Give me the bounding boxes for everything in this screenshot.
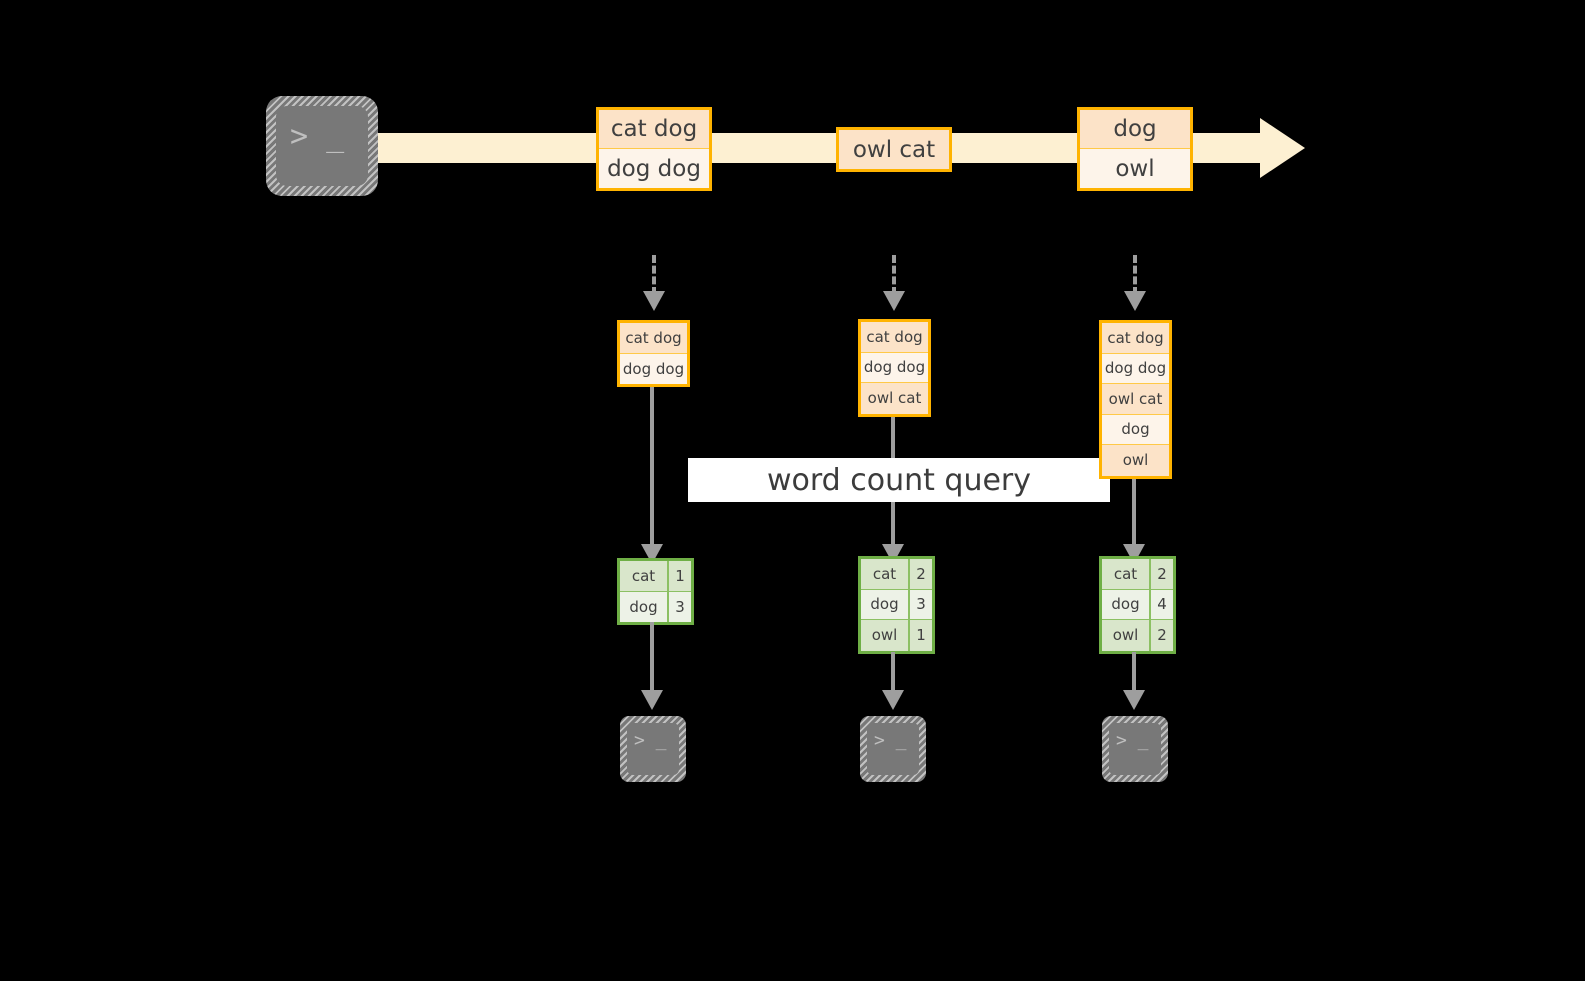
stream-message-batch-2[interactable]: owl cat (836, 127, 952, 172)
result-word-cell: owl (861, 620, 910, 651)
result-count-cell: 3 (669, 591, 691, 622)
terminal-screen (1109, 723, 1161, 775)
result-count-cell: 2 (1151, 620, 1173, 651)
result-word-cell: cat (861, 559, 910, 589)
stream-message-batch-1[interactable]: cat dog dog dog (596, 107, 712, 191)
result-table-row: dog 4 (1102, 589, 1173, 620)
trigger-connector-dashed-1 (652, 255, 656, 295)
sink-connector-arrowhead-2 (882, 690, 904, 710)
input-table-row: owl (1102, 445, 1169, 476)
trigger-connector-dashed-3 (1133, 255, 1137, 295)
query-banner: word count query (688, 458, 1110, 502)
sink-terminal-icon-2: > _ (860, 716, 926, 782)
input-table-row: cat dog (620, 323, 687, 354)
input-table-1[interactable]: cat dog dog dog (617, 320, 690, 387)
source-terminal-icon: > _ (266, 96, 378, 196)
stream-message-line: owl cat (839, 130, 949, 169)
result-count-cell: 3 (910, 589, 932, 619)
result-count-cell: 1 (910, 620, 932, 651)
input-table-row: dog (1102, 414, 1169, 445)
result-table-row: owl 2 (1102, 620, 1173, 651)
query-banner-label: word count query (766, 462, 1032, 498)
result-word-cell: cat (620, 561, 669, 591)
result-table-row: cat 1 (620, 561, 691, 592)
result-word-cell: cat (1102, 559, 1151, 589)
input-table-row: dog dog (1102, 353, 1169, 384)
query-connector-line-3 (1132, 474, 1136, 550)
result-count-cell: 4 (1151, 589, 1173, 619)
input-table-3[interactable]: cat dog dog dog owl cat dog owl (1099, 320, 1172, 479)
result-table-row: dog 3 (861, 589, 932, 620)
terminal-prompt: > _ (634, 730, 667, 751)
terminal-screen (627, 723, 679, 775)
stream-message-line: owl (1080, 149, 1190, 188)
input-table-row: dog dog (861, 352, 928, 383)
trigger-connector-dashed-2 (892, 255, 896, 295)
result-table-row: cat 2 (861, 559, 932, 590)
terminal-screen (867, 723, 919, 775)
sink-terminal-icon-3: > _ (1102, 716, 1168, 782)
trigger-connector-arrowhead-3 (1124, 291, 1146, 311)
result-table-row: cat 2 (1102, 559, 1173, 590)
terminal-screen (276, 106, 368, 186)
result-count-cell: 2 (910, 559, 932, 589)
trigger-connector-arrowhead-2 (883, 291, 905, 311)
query-connector-line-1 (650, 382, 654, 550)
result-table-row: dog 3 (620, 591, 691, 622)
stream-message-line: dog dog (599, 149, 709, 188)
sink-connector-arrowhead-3 (1123, 690, 1145, 710)
sink-connector-line-1 (650, 622, 654, 692)
result-table-2[interactable]: cat 2 dog 3 owl 1 (858, 556, 935, 654)
result-count-cell: 2 (1151, 559, 1173, 589)
input-table-row: owl cat (861, 383, 928, 414)
stream-message-line: dog (1080, 110, 1190, 149)
terminal-prompt: > _ (290, 119, 345, 154)
result-table-row: owl 1 (861, 620, 932, 651)
input-table-row: cat dog (861, 322, 928, 353)
input-table-row: dog dog (620, 353, 687, 384)
result-word-cell: owl (1102, 620, 1151, 651)
sink-connector-line-3 (1132, 652, 1136, 692)
result-table-1[interactable]: cat 1 dog 3 (617, 558, 694, 625)
stream-message-batch-3[interactable]: dog owl (1077, 107, 1193, 191)
stream-arrow-head (1260, 118, 1305, 178)
result-count-cell: 1 (669, 561, 691, 591)
input-table-2[interactable]: cat dog dog dog owl cat (858, 319, 931, 417)
sink-terminal-icon-1: > _ (620, 716, 686, 782)
input-table-row: cat dog (1102, 323, 1169, 354)
sink-connector-line-2 (891, 652, 895, 692)
input-table-row: owl cat (1102, 384, 1169, 415)
result-table-3[interactable]: cat 2 dog 4 owl 2 (1099, 556, 1176, 654)
trigger-connector-arrowhead-1 (643, 291, 665, 311)
sink-connector-arrowhead-1 (641, 690, 663, 710)
result-word-cell: dog (861, 589, 910, 619)
stream-message-line: cat dog (599, 110, 709, 149)
result-word-cell: dog (620, 591, 669, 622)
terminal-prompt: > _ (1116, 730, 1149, 751)
result-word-cell: dog (1102, 589, 1151, 619)
terminal-prompt: > _ (874, 730, 907, 751)
